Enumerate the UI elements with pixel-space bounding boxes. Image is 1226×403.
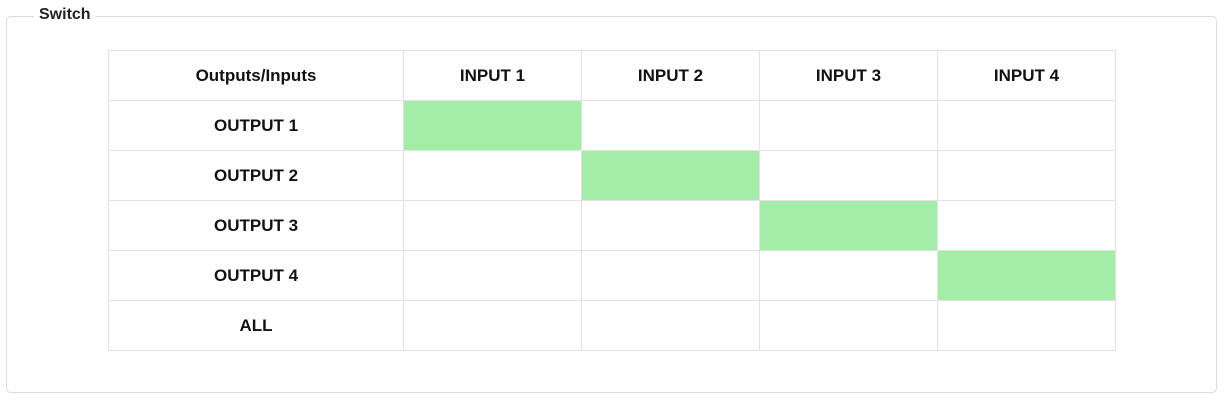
switch-panel — [6, 16, 1217, 393]
route-cell-o1-i1[interactable] — [403, 100, 582, 151]
route-cell-o2-i4[interactable] — [937, 150, 1116, 201]
input-header-4: INPUT 4 — [937, 50, 1116, 101]
output-label-4: OUTPUT 4 — [108, 250, 404, 301]
route-cell-all-i2[interactable] — [581, 300, 760, 351]
output-row-3: OUTPUT 3 — [108, 200, 1116, 251]
output-row-4: OUTPUT 4 — [108, 250, 1116, 301]
panel-legend: Switch — [34, 5, 96, 25]
route-cell-o4-i1[interactable] — [403, 250, 582, 301]
switch-matrix: Outputs/Inputs INPUT 1 INPUT 2 INPUT 3 I… — [108, 50, 1116, 351]
route-cell-all-i3[interactable] — [759, 300, 938, 351]
output-row-1: OUTPUT 1 — [108, 100, 1116, 151]
input-header-3: INPUT 3 — [759, 50, 938, 101]
output-label-1: OUTPUT 1 — [108, 100, 404, 151]
output-label-all: ALL — [108, 300, 404, 351]
route-cell-o4-i2[interactable] — [581, 250, 760, 301]
input-header-2: INPUT 2 — [581, 50, 760, 101]
output-label-3: OUTPUT 3 — [108, 200, 404, 251]
route-cell-o1-i4[interactable] — [937, 100, 1116, 151]
route-cell-o3-i3[interactable] — [759, 200, 938, 251]
route-cell-o1-i3[interactable] — [759, 100, 938, 151]
output-row-all: ALL — [108, 300, 1116, 351]
route-cell-o2-i3[interactable] — [759, 150, 938, 201]
matrix-header-row: Outputs/Inputs INPUT 1 INPUT 2 INPUT 3 I… — [108, 50, 1116, 101]
output-row-2: OUTPUT 2 — [108, 150, 1116, 201]
input-header-1: INPUT 1 — [403, 50, 582, 101]
route-cell-o2-i2[interactable] — [581, 150, 760, 201]
route-cell-o3-i2[interactable] — [581, 200, 760, 251]
route-cell-o3-i4[interactable] — [937, 200, 1116, 251]
route-cell-o3-i1[interactable] — [403, 200, 582, 251]
route-cell-o2-i1[interactable] — [403, 150, 582, 201]
route-cell-o4-i4[interactable] — [937, 250, 1116, 301]
output-label-2: OUTPUT 2 — [108, 150, 404, 201]
route-cell-o1-i2[interactable] — [581, 100, 760, 151]
route-cell-all-i1[interactable] — [403, 300, 582, 351]
route-cell-o4-i3[interactable] — [759, 250, 938, 301]
corner-header: Outputs/Inputs — [108, 50, 404, 101]
route-cell-all-i4[interactable] — [937, 300, 1116, 351]
